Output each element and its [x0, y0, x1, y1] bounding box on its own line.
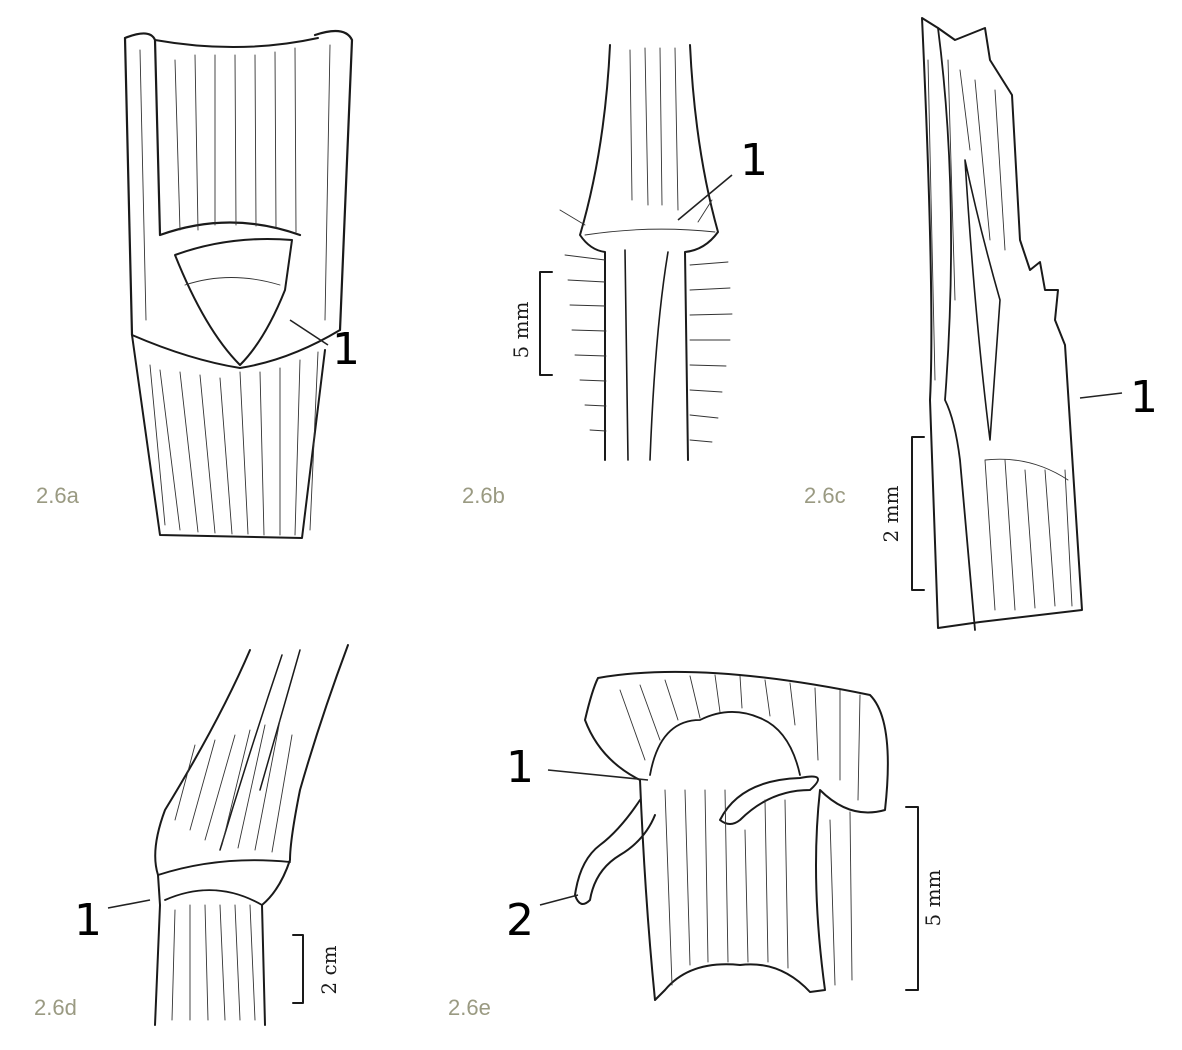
callout-1-2-6b: 1 — [740, 135, 768, 186]
figure-label-2-6a: 2.6a — [36, 483, 80, 508]
callout-leader-2-6d — [107, 899, 151, 909]
figure-2-6c: 1 2 mm 2.6c — [804, 17, 1158, 631]
figure-label-2-6d: 2.6d — [34, 995, 77, 1020]
scale-bar-2-6c: 2 mm — [879, 436, 925, 591]
sheath-drawing-2-6a — [123, 29, 354, 539]
callout-leader-2-6a — [289, 319, 329, 346]
callout-1-2-6d: 1 — [74, 895, 102, 946]
sheath-drawing-2-6d — [154, 644, 349, 1026]
sheath-drawing-2-6e — [574, 670, 889, 1001]
figure-2-6d: 1 2 cm 2.6d — [34, 644, 349, 1026]
figure-2-6e: 1 2 5 mm 2.6e — [448, 670, 945, 1020]
scale-label-2-6c: 2 mm — [879, 485, 903, 542]
callout-2-2-6e: 2 — [506, 895, 534, 946]
scale-bar-2-6d: 2 cm — [292, 934, 341, 1004]
callout-leader-2-6c — [1079, 392, 1123, 399]
scale-bar-2-6b: 5 mm — [509, 271, 553, 376]
callout-1-2-6c: 1 — [1130, 372, 1158, 423]
figure-2-6b: 1 5 mm 2.6b — [462, 44, 768, 508]
scale-label-2-6b: 5 mm — [509, 301, 533, 358]
scale-label-2-6d: 2 cm — [317, 945, 341, 994]
callout-leader-2-6b — [677, 174, 733, 221]
callout-leader-1-2-6e — [547, 769, 649, 781]
callout-1-2-6e: 1 — [506, 742, 534, 793]
figure-label-2-6e: 2.6e — [448, 995, 491, 1020]
callout-1-2-6a: 1 — [332, 324, 360, 375]
scale-label-2-6e: 5 mm — [921, 869, 945, 926]
scale-bar-2-6e: 5 mm — [905, 806, 945, 991]
sheath-drawing-2-6b — [559, 44, 733, 461]
sheath-drawing-2-6c — [921, 17, 1083, 631]
figure-label-2-6b: 2.6b — [462, 483, 505, 508]
figure-2-6a: 1 2.6a — [36, 29, 360, 539]
figure-label-2-6c: 2.6c — [804, 483, 846, 508]
callout-leader-2-2-6e — [539, 894, 579, 906]
